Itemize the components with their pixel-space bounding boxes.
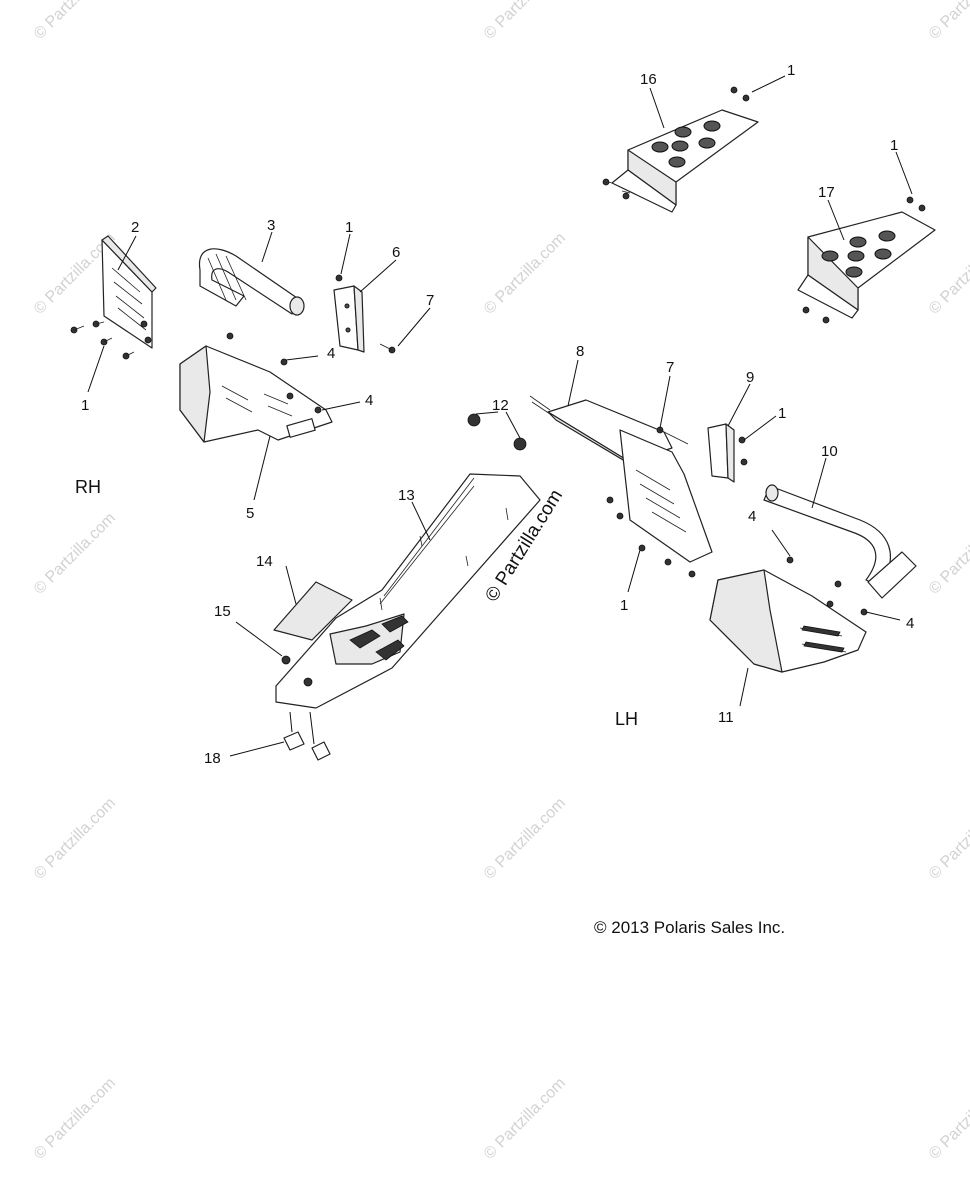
callout-4: 4	[906, 615, 914, 632]
callout-5: 5	[246, 505, 254, 522]
callout-17: 17	[818, 184, 835, 201]
callout-1: 1	[345, 219, 353, 236]
callout-1: 1	[787, 62, 795, 79]
watermark-layer: © Partzilla.com © Partzilla.com © Partzi…	[31, 0, 970, 1163]
watermark-text: © Partzilla.com	[31, 795, 119, 883]
watermark-text: © Partzilla.com	[31, 510, 119, 598]
callout-12: 12	[492, 397, 509, 414]
watermark-text: © Partzilla.com	[481, 1075, 569, 1163]
lh-label: LH	[615, 709, 638, 729]
part-13-skid-plate	[275, 473, 541, 709]
part-10-lh-exhaust-pipe	[763, 484, 917, 599]
callout-7: 7	[426, 292, 434, 309]
watermark-text: © Partzilla.com	[31, 0, 119, 43]
callout-4: 4	[748, 508, 756, 525]
callout-9: 9	[746, 369, 754, 386]
part-11-lh-heat-shield	[709, 569, 867, 673]
callout-8: 8	[576, 343, 584, 360]
rh-label: RH	[75, 477, 101, 497]
fastener-set	[70, 86, 926, 687]
watermark-text: © Partzilla.com	[481, 0, 569, 43]
copyright-notice: © 2013 Polaris Sales Inc.	[594, 918, 786, 937]
part-6-rh-mount-bracket	[333, 285, 365, 353]
callout-4: 4	[365, 392, 373, 409]
part-16-footrest-plate	[603, 109, 759, 213]
callout-layer: 1 1 1 1 1 1 2 3 4 4 4 4 5 6 7 7 8 9 10 1…	[81, 62, 914, 767]
watermark-text: © Partzilla.com	[481, 795, 569, 883]
watermark-text: © Partzilla.com	[926, 795, 970, 883]
callout-1: 1	[890, 137, 898, 154]
callout-2: 2	[131, 219, 139, 236]
callout-16: 16	[640, 71, 657, 88]
watermark-text: © Partzilla.com	[926, 1075, 970, 1163]
callout-11: 11	[718, 709, 734, 726]
leader-lines	[87, 75, 913, 757]
watermark-text: © Partzilla.com	[926, 510, 970, 598]
watermark-text: © Partzilla.com	[926, 230, 970, 318]
part-17-footrest-plate	[797, 211, 936, 319]
lh-side-panel	[619, 429, 713, 563]
part-2-rh-bracket	[101, 235, 157, 349]
callout-1: 1	[620, 597, 628, 614]
callout-10: 10	[821, 443, 838, 460]
callout-13: 13	[398, 487, 415, 504]
callout-1: 1	[778, 405, 786, 422]
watermark-text: © Partzilla.com	[31, 1075, 119, 1163]
callout-4: 4	[327, 345, 335, 362]
callout-1: 1	[81, 397, 89, 414]
callout-18: 18	[204, 750, 221, 767]
part-3-rh-exhaust-pipe	[198, 248, 305, 316]
watermark-text: © Partzilla.com	[481, 230, 569, 318]
callout-15: 15	[214, 603, 231, 620]
part-5-rh-heat-shield	[179, 345, 333, 443]
callout-6: 6	[392, 244, 400, 261]
callout-7: 7	[666, 359, 674, 376]
callout-14: 14	[256, 553, 273, 570]
part-9-lh-mount-bracket	[707, 423, 735, 483]
part-18-clips	[283, 731, 331, 761]
watermark-text: © Partzilla.com	[926, 0, 970, 43]
part-14-decal	[273, 581, 353, 641]
callout-3: 3	[267, 217, 275, 234]
